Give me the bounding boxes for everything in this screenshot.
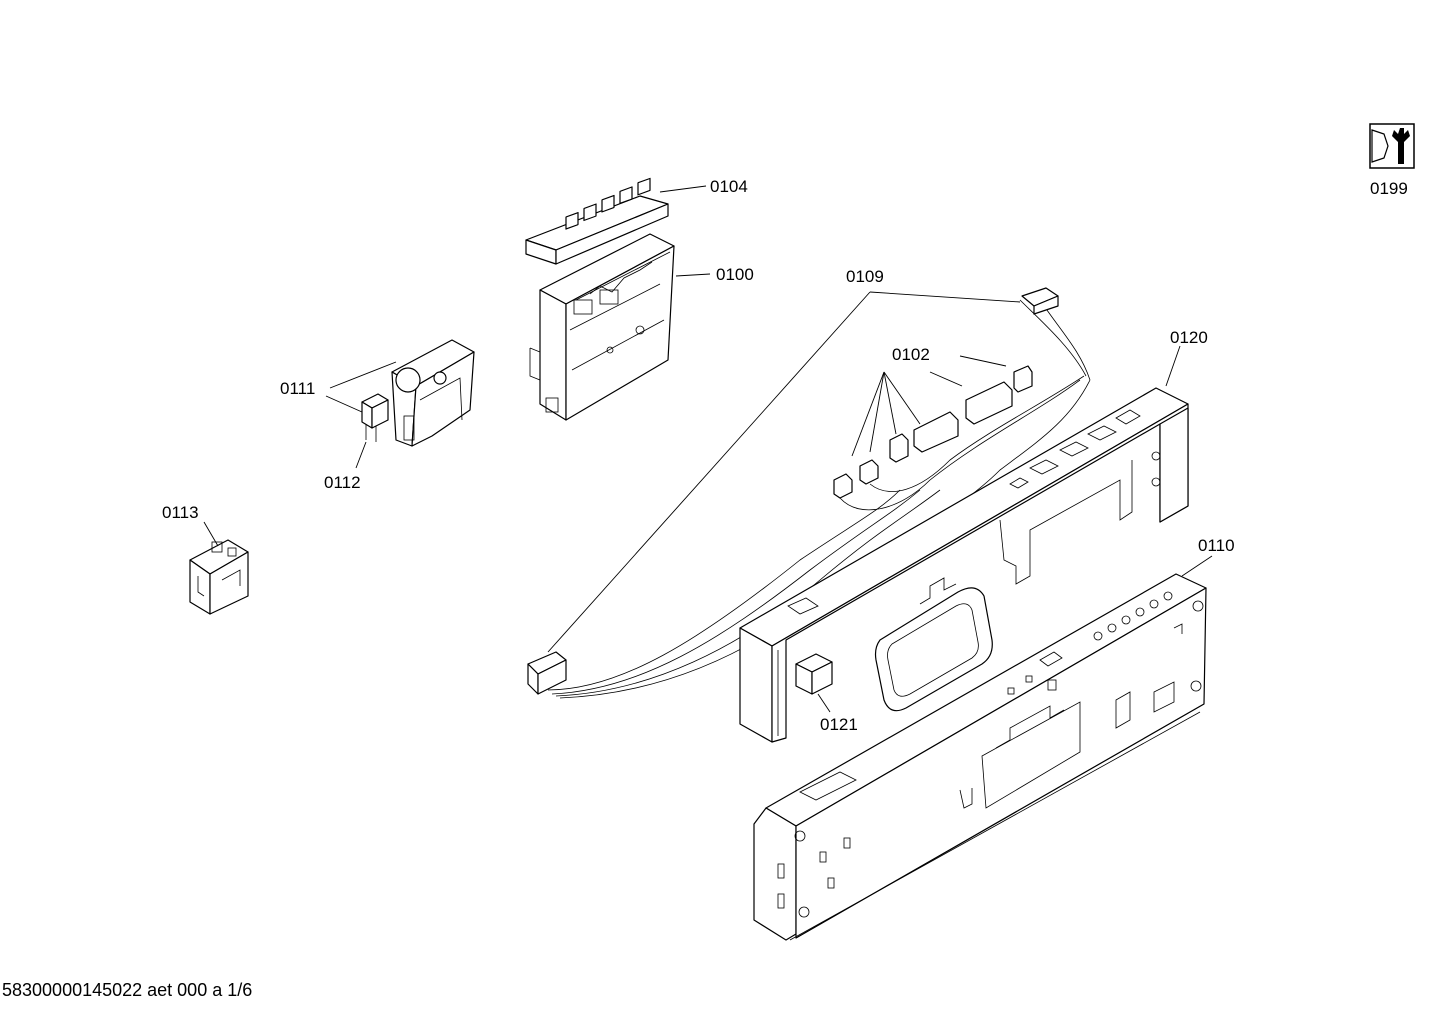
part-0110-inner-panel	[753, 573, 1207, 941]
part-0100-control-module	[529, 233, 675, 421]
label-0110: 0110	[1198, 536, 1235, 555]
label-0120: 0120	[1170, 328, 1208, 347]
label-0199: 0199	[1370, 179, 1408, 198]
part-0121-cube	[795, 653, 833, 695]
tool-icon	[1369, 123, 1415, 169]
label-0112: 0112	[324, 473, 361, 492]
part-0102-connectors	[833, 365, 1085, 511]
label-0113: 0113	[162, 503, 199, 522]
document-footer: 58300000145022 aet 000 a 1/6	[2, 980, 253, 1000]
part-0120-front-frame	[739, 387, 1189, 743]
part-0113-relay	[189, 539, 249, 615]
label-0102: 0102	[892, 345, 930, 364]
part-0109-wiring-harness	[527, 287, 1091, 699]
label-0109: 0109	[846, 267, 884, 286]
label-0121: 0121	[820, 715, 858, 734]
part-0111-switch	[391, 339, 475, 447]
label-0100: 0100	[716, 265, 754, 284]
part-0112-capacitor	[361, 393, 389, 442]
label-0104: 0104	[710, 177, 748, 196]
label-0111: 0111	[280, 379, 315, 398]
part-0104-button-strip	[525, 177, 669, 265]
